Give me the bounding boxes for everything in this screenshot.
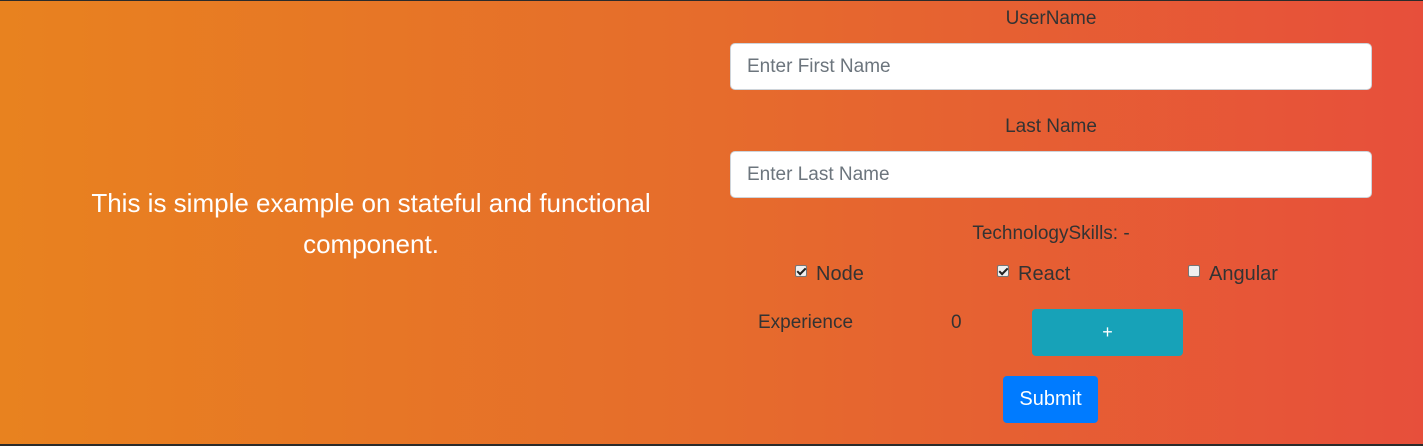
skill-react-checkbox[interactable] <box>997 265 1009 277</box>
experience-value: 0 <box>951 312 962 333</box>
skill-node-checkbox[interactable] <box>795 265 807 277</box>
intro-text: This is simple example on stateful and f… <box>91 188 651 259</box>
experience-label: Experience <box>758 312 854 333</box>
skill-react-label: React <box>1018 263 1071 285</box>
skills-checkbox-group: Node React Angular <box>730 261 1372 289</box>
username-label: UserName <box>1005 8 1097 29</box>
skill-react-option[interactable]: React <box>997 261 1070 287</box>
skill-node-option[interactable]: Node <box>795 261 864 287</box>
user-form: UserName Last Name TechnologySkills: - N… <box>730 1 1372 446</box>
skill-angular-label: Angular <box>1209 263 1278 285</box>
submit-button[interactable]: Submit <box>1003 376 1098 423</box>
last-name-input[interactable] <box>730 151 1372 198</box>
skill-node-label: Node <box>816 263 864 285</box>
technology-skills-label: TechnologySkills: - <box>972 223 1130 244</box>
skill-angular-option[interactable]: Angular <box>1188 261 1278 287</box>
last-name-label: Last Name <box>1005 116 1097 137</box>
skill-angular-checkbox[interactable] <box>1188 265 1200 277</box>
first-name-input[interactable] <box>730 43 1372 90</box>
increment-experience-button[interactable]: + <box>1032 309 1183 356</box>
